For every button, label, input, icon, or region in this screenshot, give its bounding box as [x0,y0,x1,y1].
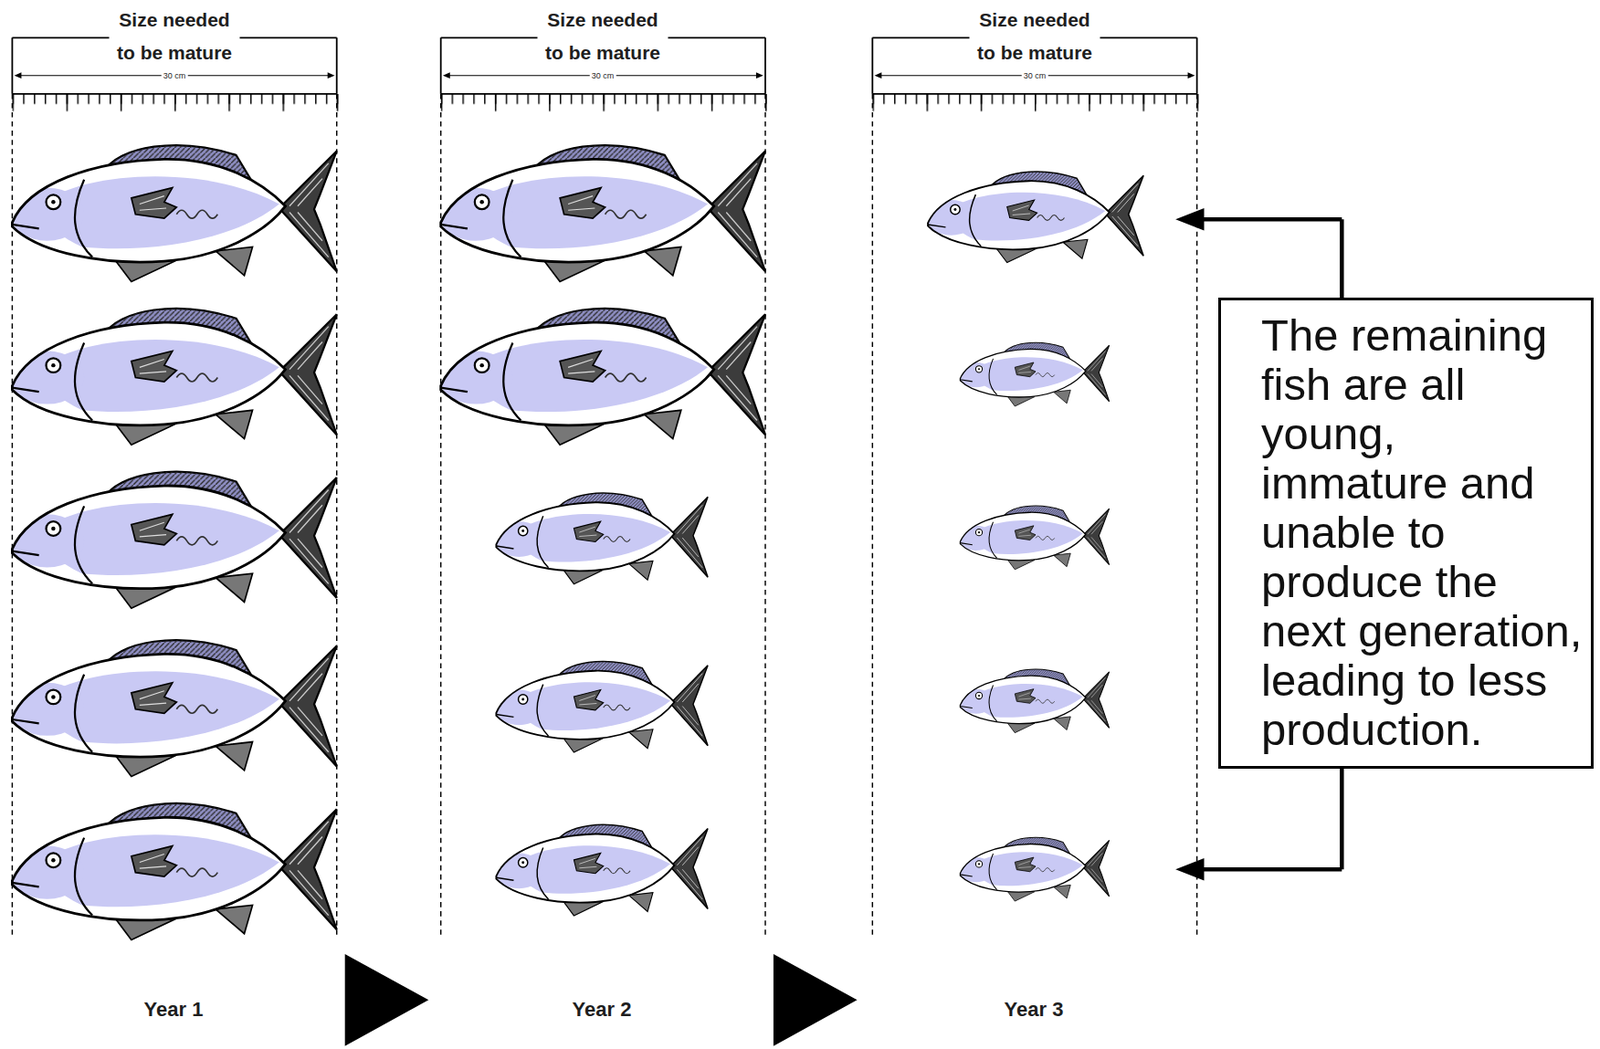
size-heading: Size needed to be mature [109,3,241,70]
size-heading: Size needed to be mature [969,3,1101,70]
young-fish [494,824,708,916]
mature-fish [10,640,337,777]
measure-column [872,37,1200,939]
callout-text: The remaining fish are all young, immatu… [1261,311,1588,755]
callout-box: The remaining fish are all young, immatu… [1218,297,1594,769]
young-fish [958,669,1109,734]
year-arrow [345,954,430,1047]
dimension-label: 30 cm [1021,71,1049,81]
mature-fish [10,145,337,282]
year-label: Year 3 [1004,998,1064,1022]
young-fish [958,342,1109,407]
mature-fish [438,308,766,445]
young-fish [958,505,1109,570]
leader-arrowhead [1175,858,1204,882]
size-heading: Size needed to be mature [537,3,669,70]
young-fish [926,171,1145,264]
mature-fish [10,308,337,445]
mature-fish [438,145,766,282]
year-label: Year 1 [144,998,204,1022]
year-arrow [773,954,858,1047]
dimension-label: 30 cm [161,71,189,81]
young-fish [494,662,708,754]
young-fish [494,493,708,585]
mature-fish [10,803,337,940]
leader-arrowhead [1175,208,1204,232]
mature-fish [10,472,337,609]
young-fish [958,837,1109,902]
dimension-label: 30 cm [589,71,617,81]
year-label: Year 2 [572,998,632,1022]
